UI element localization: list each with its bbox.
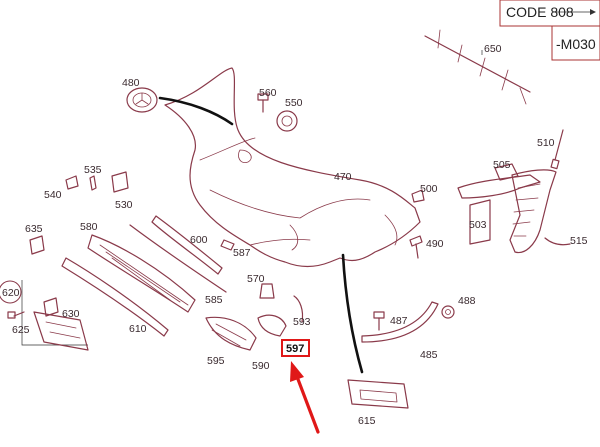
- label-560: 560: [259, 87, 277, 99]
- part-585-strip: [129, 224, 227, 293]
- code-arrow-head: [590, 9, 596, 15]
- part-610-strip: [61, 257, 169, 337]
- label-530: 530: [115, 199, 133, 211]
- label-485: 485: [420, 349, 438, 361]
- part-590-bracket: [257, 314, 287, 337]
- part-587-clip: [220, 239, 235, 251]
- part-650-harness: [424, 29, 531, 105]
- highlight-callout-597: 597: [281, 339, 310, 357]
- part-500-clip: [411, 189, 425, 203]
- label-593: 593: [293, 316, 311, 328]
- part-490-screw: [409, 235, 423, 259]
- part-580-lower-grille: [87, 234, 196, 313]
- label-615: 615: [358, 415, 376, 427]
- label-510: 510: [537, 137, 555, 149]
- part-470-bumper: [164, 67, 421, 268]
- label-635: 635: [25, 223, 43, 235]
- highlight-label: 597: [286, 343, 304, 355]
- part-615-plate-holder: [347, 379, 409, 409]
- label-490: 490: [426, 238, 444, 250]
- code-box: CODE 808 -M030: [499, 0, 600, 61]
- part-480-emblem: [126, 87, 158, 113]
- label-500: 500: [420, 183, 438, 195]
- part-595-bezel: [205, 316, 257, 351]
- label-505: 505: [493, 159, 511, 171]
- part-485-strip: [361, 301, 439, 343]
- part-570-clip: [259, 283, 275, 299]
- bumper-trim-strip-center: [341, 253, 364, 374]
- part-550-nut: [276, 110, 298, 132]
- label-480: 480: [122, 77, 140, 89]
- part-620-holder: [33, 311, 89, 351]
- label-487: 487: [390, 315, 408, 327]
- label-570: 570: [247, 273, 265, 285]
- callout-labels: 480 560 550 650 510 535 540 530 470 505 …: [2, 43, 588, 427]
- label-595: 595: [207, 355, 225, 367]
- label-580: 580: [80, 221, 98, 233]
- highlight-box: [281, 339, 310, 357]
- part-560-bolt: [257, 93, 269, 113]
- part-487-screw: [373, 311, 385, 331]
- label-587: 587: [233, 247, 251, 259]
- part-630-bracket: [43, 297, 59, 317]
- label-630: 630: [62, 308, 80, 320]
- part-540-clip: [65, 175, 79, 190]
- part-535-clip: [89, 175, 97, 191]
- part-620-group-bracket: [21, 280, 88, 346]
- part-625-bolt: [7, 311, 25, 319]
- part-488-nut: [441, 305, 455, 319]
- label-550: 550: [285, 97, 303, 109]
- part-510-sensor: [550, 129, 564, 170]
- label-488: 488: [458, 295, 476, 307]
- label-585: 585: [205, 294, 223, 306]
- label-590: 590: [252, 360, 270, 372]
- label-515: 515: [570, 235, 588, 247]
- part-600-strip: [151, 215, 223, 275]
- label-620-circle: [0, 280, 22, 304]
- label-620: 620: [2, 287, 20, 299]
- bumper-trim-strip-left: [158, 96, 234, 126]
- part-503-grille: [457, 169, 557, 254]
- code-box-line2: -M030: [556, 36, 596, 52]
- label-470: 470: [334, 171, 352, 183]
- label-600: 600: [190, 234, 208, 246]
- red-pointer-arrow: [290, 361, 320, 434]
- part-593-trim: [293, 295, 304, 323]
- label-625: 625: [12, 324, 30, 336]
- code-box-line1: CODE 808: [506, 4, 574, 20]
- label-650: 650: [484, 43, 502, 55]
- label-540: 540: [44, 189, 62, 201]
- part-530-clip: [111, 171, 129, 193]
- label-503: 503: [469, 219, 487, 231]
- label-610: 610: [129, 323, 147, 335]
- part-635-bracket: [29, 235, 45, 255]
- label-535: 535: [84, 164, 102, 176]
- part-515-strip: [544, 237, 571, 246]
